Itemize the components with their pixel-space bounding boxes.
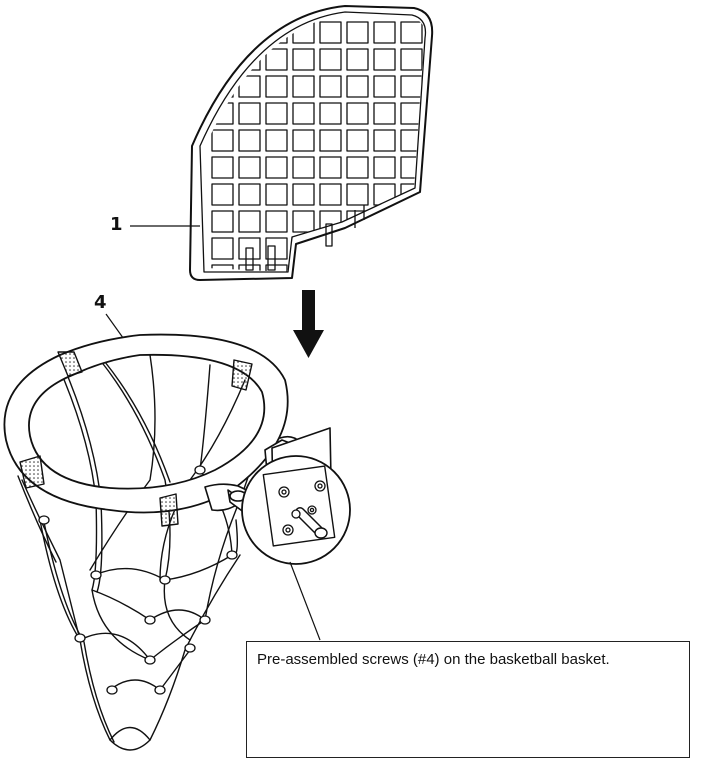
backboard-grid-cell — [346, 21, 369, 44]
backboard-grid-cell — [346, 102, 369, 125]
backboard-grid-cell — [292, 129, 315, 152]
backboard-grid-cell — [265, 75, 288, 98]
backboard-grid-cell — [373, 264, 396, 272]
backboard-grid-cell — [292, 21, 315, 44]
backboard-grid-cell — [373, 156, 396, 179]
backboard-grid-cell — [211, 183, 234, 206]
backboard-grid-cell — [238, 129, 261, 152]
backboard-grid-cell — [238, 264, 261, 272]
backboard-grid-cell — [373, 129, 396, 152]
backboard-grid-cell — [319, 264, 342, 272]
screw-icon — [278, 480, 326, 536]
backboard-grid-cell — [211, 129, 234, 152]
backboard-grid-cell — [319, 75, 342, 98]
backboard-grid-cell — [400, 21, 423, 44]
backboard-grid-cell — [238, 210, 261, 233]
backboard-grid-cell — [319, 237, 342, 260]
backboard-grid-cell — [211, 156, 234, 179]
backboard-grid-cell — [238, 237, 261, 260]
backboard-grid-cell — [373, 237, 396, 260]
backboard-grid-cell — [238, 102, 261, 125]
backboard-grid-cell — [346, 48, 369, 71]
backboard-grid-cell — [346, 156, 369, 179]
backboard-grid-cell — [319, 102, 342, 125]
backboard-grid-cell — [238, 21, 261, 44]
backboard-grid-cell — [319, 21, 342, 44]
backboard-grid-cell — [238, 48, 261, 71]
backboard-grid-cell — [400, 48, 423, 71]
backboard-grid-cell — [292, 48, 315, 71]
backboard — [189, 5, 434, 281]
backboard-grid-cell — [346, 129, 369, 152]
net — [17, 354, 271, 751]
backboard-callout-number: 1 — [110, 214, 123, 235]
note-leader — [289, 561, 321, 641]
backboard-grid-cell — [292, 183, 315, 206]
backboard-grid-cell — [265, 183, 288, 206]
backboard-grid-cell — [211, 21, 234, 44]
backboard-grid-cell — [292, 102, 315, 125]
backboard-grid-cell — [373, 102, 396, 125]
rim-brackets — [19, 351, 253, 527]
backboard-grid-cell — [238, 156, 261, 179]
backboard-grid-cell — [400, 183, 423, 206]
backboard-grid-cell — [400, 75, 423, 98]
basketball-basket — [3, 333, 351, 751]
backboard-grid-cell — [373, 48, 396, 71]
backboard-grid-cell — [292, 156, 315, 179]
backboard-grid-cell — [346, 75, 369, 98]
backboard-grid-cell — [292, 75, 315, 98]
backboard-grid-cell — [400, 210, 423, 233]
backboard-grid-cell — [319, 129, 342, 152]
backboard-grid-cell — [373, 21, 396, 44]
screw-detail-magnifier — [241, 455, 351, 565]
backboard-grid-cell — [373, 75, 396, 98]
backboard-grid-cell — [265, 156, 288, 179]
backboard-grid-cell — [265, 48, 288, 71]
note-text: Pre-assembled screws (#4) on the basketb… — [257, 651, 610, 668]
backboard-grid-cell — [265, 102, 288, 125]
backboard-grid-cell — [400, 237, 423, 260]
backboard-grid-cell — [400, 264, 423, 272]
backboard-grid-cell — [319, 156, 342, 179]
backboard-grid-cell — [211, 237, 234, 260]
backboard-grid-cell — [346, 183, 369, 206]
backboard-grid-cell — [211, 48, 234, 71]
backboard-grid-cell — [238, 183, 261, 206]
backboard-grid-cell — [211, 102, 234, 125]
backboard-grid-cell — [319, 183, 342, 206]
backboard-grid-cell — [292, 264, 315, 272]
backboard-grid-cell — [319, 48, 342, 71]
basket-callout-number: 4 — [94, 292, 107, 313]
backboard-grid-cell — [265, 237, 288, 260]
down-arrow-icon — [293, 290, 324, 358]
backboard-grid-cell — [373, 210, 396, 233]
backboard-grid-cell — [211, 264, 234, 272]
backboard-grid-cell — [211, 210, 234, 233]
backboard-grid-cell — [265, 129, 288, 152]
rim — [3, 333, 289, 514]
backboard-grid-cell — [265, 210, 288, 233]
note-box: Pre-assembled screws (#4) on the basketb… — [246, 641, 690, 758]
backboard-grid-cell — [319, 210, 342, 233]
backboard-grid-cell — [265, 264, 288, 272]
backboard-grid-cell — [292, 210, 315, 233]
backboard-grid-cell — [238, 75, 261, 98]
backboard-grid-cell — [346, 237, 369, 260]
backboard-grid-cell — [400, 156, 423, 179]
backboard-grid-cell — [346, 264, 369, 272]
